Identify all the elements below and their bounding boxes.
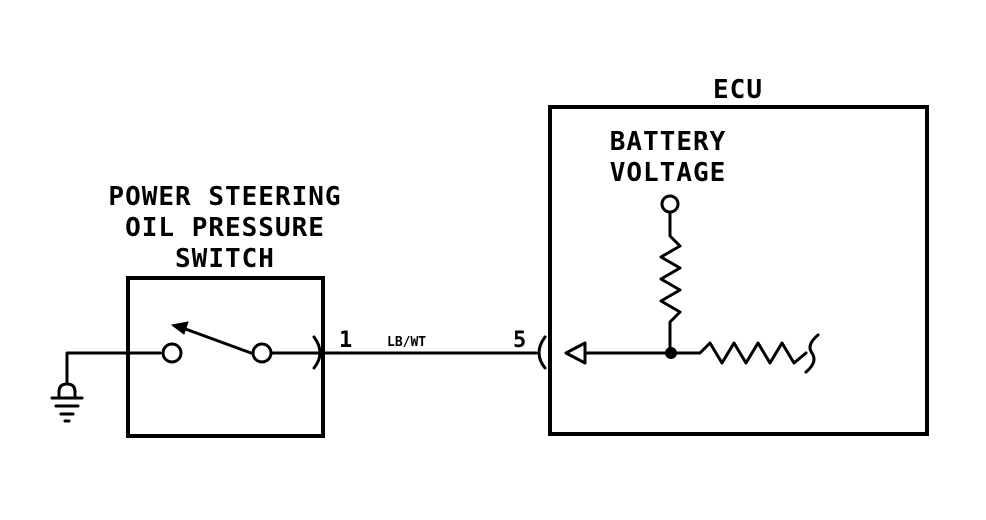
ecu-connector-icon <box>537 335 547 370</box>
switch-box <box>126 276 325 438</box>
switch-title-line3: SWITCH <box>175 244 275 274</box>
battery-label-line1: BATTERY <box>610 127 727 157</box>
internal-resistor-icon <box>669 333 820 374</box>
wire-color-label: LB/WT <box>387 335 426 350</box>
circuit-break-icon <box>804 333 820 374</box>
input-buffer-icon <box>564 341 673 365</box>
ecu-pin-label: 5 <box>513 328 526 353</box>
switch-icon <box>161 321 320 364</box>
ground-icon <box>50 351 162 423</box>
switch-title-line2: OIL PRESSURE <box>125 213 325 243</box>
connector-icon <box>312 335 322 370</box>
resistor-icon <box>659 194 682 355</box>
switch-title-line1: POWER STEERING <box>108 182 341 212</box>
battery-label-line2: VOLTAGE <box>610 158 727 188</box>
ecu-title: ECU <box>713 75 763 105</box>
ecu-box <box>548 105 929 436</box>
switch-pin-label: 1 <box>339 328 352 353</box>
